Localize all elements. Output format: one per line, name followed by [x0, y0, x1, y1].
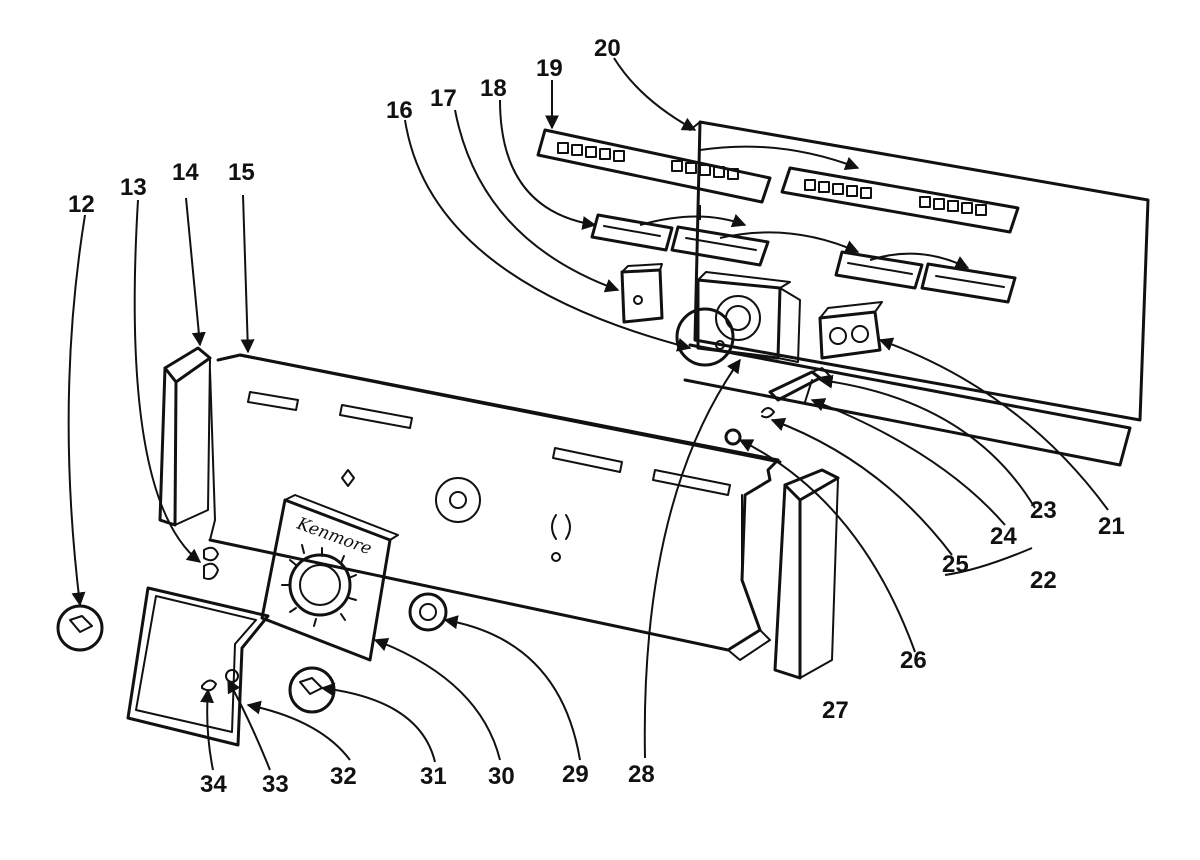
switch-strip-4	[920, 262, 1017, 304]
label-28: 28	[628, 761, 655, 788]
label-17: 17	[430, 85, 457, 112]
dial-plate-part: Kenmore	[260, 494, 399, 662]
label-27: 27	[822, 697, 849, 724]
label-30: 30	[488, 763, 515, 790]
label-22: 22	[1030, 567, 1057, 594]
label-13: 13	[120, 174, 147, 201]
knob-31-part	[288, 666, 336, 714]
display-board-left	[536, 128, 772, 204]
label-25: 25	[942, 551, 969, 578]
grommet-part	[724, 428, 742, 446]
grommet-29-part	[408, 592, 448, 632]
switch-strip-2	[670, 225, 770, 267]
label-15: 15	[228, 159, 255, 186]
display-board-right	[780, 166, 1020, 234]
assembly-arrows	[639, 145, 970, 269]
switch-box-part	[620, 263, 664, 324]
label-20: 20	[594, 35, 621, 62]
switch-strip-3	[834, 250, 924, 290]
label-14: 14	[172, 159, 199, 186]
label-26: 26	[900, 647, 927, 674]
label-29: 29	[562, 761, 589, 788]
knob-12-part	[56, 604, 104, 652]
label-16: 16	[386, 97, 413, 124]
label-31: 31	[420, 763, 447, 790]
console-body-part	[208, 353, 782, 661]
timer-knob-part	[675, 307, 735, 367]
door-latch-part	[201, 679, 217, 692]
timer-housing-part	[696, 271, 801, 363]
label-18: 18	[480, 75, 507, 102]
label-34: 34	[200, 771, 227, 798]
right-end-cap-part	[773, 468, 840, 680]
label-32: 32	[330, 763, 357, 790]
relay-box-part	[818, 301, 883, 360]
label-12: 12	[68, 191, 95, 218]
label-19: 19	[536, 55, 563, 82]
label-21: 21	[1098, 513, 1125, 540]
bracket-part	[203, 546, 219, 580]
label-24: 24	[990, 523, 1017, 550]
leader-lines	[67, 57, 1109, 771]
label-33: 33	[262, 771, 289, 798]
label-23: 23	[1030, 497, 1057, 524]
access-door-part	[126, 586, 270, 747]
clip-part	[761, 407, 775, 419]
left-end-cap-part	[158, 346, 212, 527]
